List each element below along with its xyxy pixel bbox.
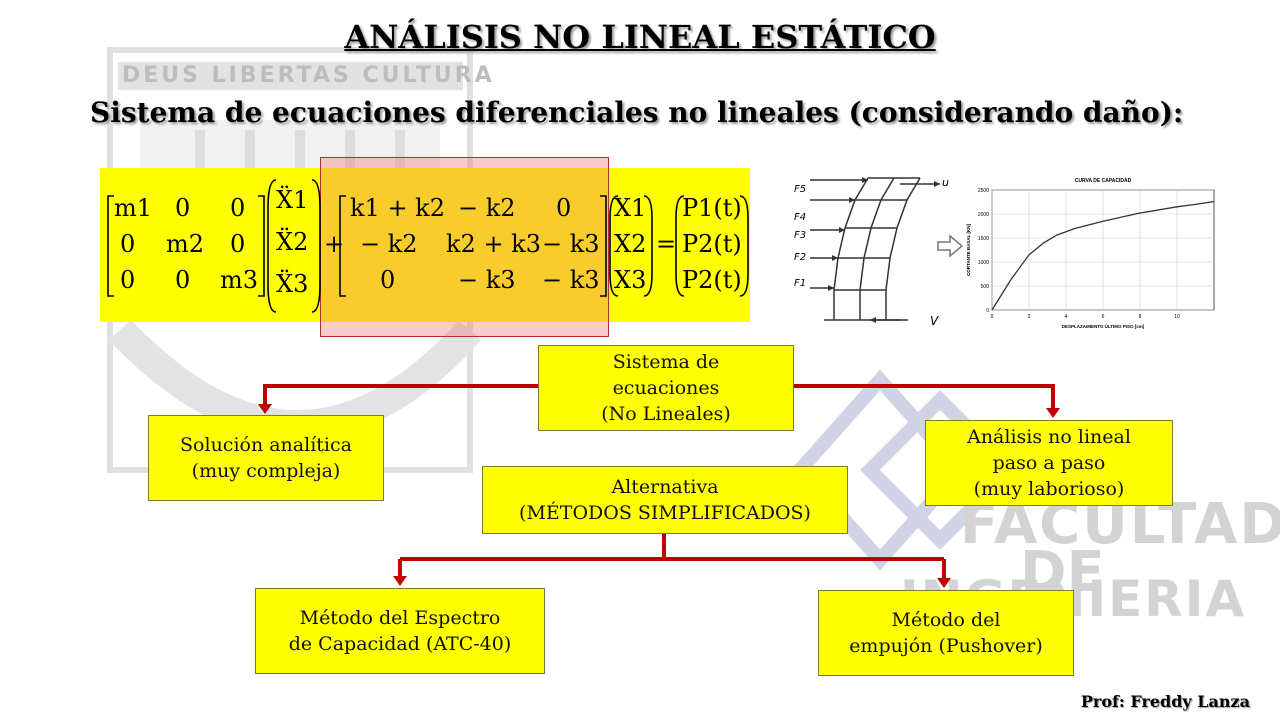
chart-svg: 0 500 1000 1500 2000 2500 0 2 4 6 8 10 CURVA DE CAPA… [966, 178, 1215, 329]
box-analytic-solution-label: Solución analítica (muy compleja) [180, 434, 352, 482]
mass-m32: 0 [175, 266, 191, 294]
force-label-f1: F1 [794, 278, 807, 289]
load-2: P2(t) [682, 230, 742, 258]
disp-3: X3 [614, 266, 647, 294]
stiffness-highlight [320, 157, 609, 337]
stiff-11: k1 + k2 [350, 194, 445, 222]
mass-m31: 0 [120, 266, 136, 294]
displacement-label-u: u [942, 176, 949, 189]
box-pushover: Método del empujón (Pushover) [818, 590, 1074, 676]
equation-background [100, 168, 750, 322]
force-label-f3: F3 [794, 230, 807, 241]
stiff-21: − k2 [360, 230, 418, 258]
chart-xtick-label: 0 [991, 314, 994, 320]
force-label-f5: F5 [794, 184, 807, 195]
stiff-13: 0 [556, 194, 572, 222]
accel-2: Ẍ2 [276, 228, 309, 256]
chart-ylabel: CORTANTE BASAL [KN] [966, 223, 971, 276]
load-3: P2(t) [682, 266, 742, 294]
box-system-equations-label: Sistema de ecuaciones (No Lineales) [601, 351, 731, 425]
mass-m33: m3 [220, 266, 259, 294]
page-subtitle: Sistema de ecuaciones diferenciales no l… [90, 96, 1184, 129]
mass-m23: 0 [230, 230, 246, 258]
equals-sign: = [656, 230, 677, 258]
mass-m21: 0 [120, 230, 136, 258]
mass-m12: 0 [175, 194, 191, 222]
chart-series-line [991, 200, 1215, 311]
plus-sign: + [324, 230, 345, 258]
stiff-33: − k3 [542, 266, 600, 294]
mass-m13: 0 [230, 194, 246, 222]
building-figure: F5 F4 F3 F2 F1 u V [790, 170, 980, 340]
chart-ytick-label: 2500 [978, 188, 989, 194]
footer-author: Prof: Freddy Lanza [1080, 692, 1250, 711]
equation: m1 0 0 0 m2 0 0 0 m3 Ẍ1 Ẍ2 Ẍ3 + k1 + k2 … [100, 168, 750, 322]
force-label-f4: F4 [794, 212, 807, 223]
chart-xtick-label: 10 [1174, 314, 1180, 320]
chart-xtick-label: 6 [1102, 314, 1105, 320]
accel-3: Ẍ3 [276, 270, 309, 298]
mass-m11: m1 [114, 194, 153, 222]
box-system-equations: Sistema de ecuaciones (No Lineales) [538, 345, 794, 431]
chart-ytick-label: 1000 [978, 260, 989, 266]
building-frame-drawing [810, 177, 964, 323]
stiff-32: − k3 [458, 266, 516, 294]
chart-ytick-label: 1500 [978, 236, 989, 242]
box-stepwise-analysis-label: Análisis no lineal paso a paso (muy labo… [967, 426, 1131, 500]
base-shear-label-v: V [930, 314, 939, 328]
box-analytic-solution: Solución analítica (muy compleja) [148, 415, 384, 501]
box-stepwise-analysis: Análisis no lineal paso a paso (muy labo… [925, 420, 1173, 506]
force-label-f2: F2 [794, 252, 807, 263]
stiff-12: − k2 [458, 194, 516, 222]
stiff-31: 0 [380, 266, 396, 294]
box-pushover-label: Método del empujón (Pushover) [849, 609, 1043, 657]
chart-xlabel: DESPLAZAMIENTO ÚLTIMO PISO [cm] [1062, 323, 1145, 329]
accel-1: Ẍ1 [276, 186, 309, 214]
box-alternative-label: Alternativa (MÉTODOS SIMPLIFICADOS) [519, 476, 811, 524]
chart-ytick-label: 500 [981, 284, 990, 290]
mass-m22: m2 [166, 230, 205, 258]
watermark-crest-banner: DEUS LIBERTAS CULTURA [122, 63, 495, 88]
capacity-curve-chart: 0 500 1000 1500 2000 2500 0 2 4 6 8 10 CURVA DE CAPA… [962, 170, 1224, 340]
disp-2: X2 [614, 230, 647, 258]
box-capacity-spectrum: Método del Espectro de Capacidad (ATC-40… [255, 588, 545, 674]
chart-xtick-label: 2 [1028, 314, 1031, 320]
disp-1: X1 [614, 194, 647, 222]
chart-ytick-label: 2000 [978, 212, 989, 218]
load-1: P1(t) [682, 194, 742, 222]
chart-title: CURVA DE CAPACIDAD [1075, 178, 1132, 184]
matrix-brackets [107, 179, 749, 313]
chart-xtick-label: 4 [1065, 314, 1068, 320]
stiff-23: − k3 [542, 230, 600, 258]
page-title: ANÁLISIS NO LINEAL ESTÁTICO [344, 18, 936, 56]
stiff-22: k2 + k3 [446, 230, 541, 258]
box-capacity-spectrum-label: Método del Espectro de Capacidad (ATC-40… [288, 607, 512, 655]
chart-xtick-label: 8 [1139, 314, 1142, 320]
chart-ytick-label: 0 [986, 308, 989, 314]
box-alternative: Alternativa (MÉTODOS SIMPLIFICADOS) [482, 466, 848, 534]
